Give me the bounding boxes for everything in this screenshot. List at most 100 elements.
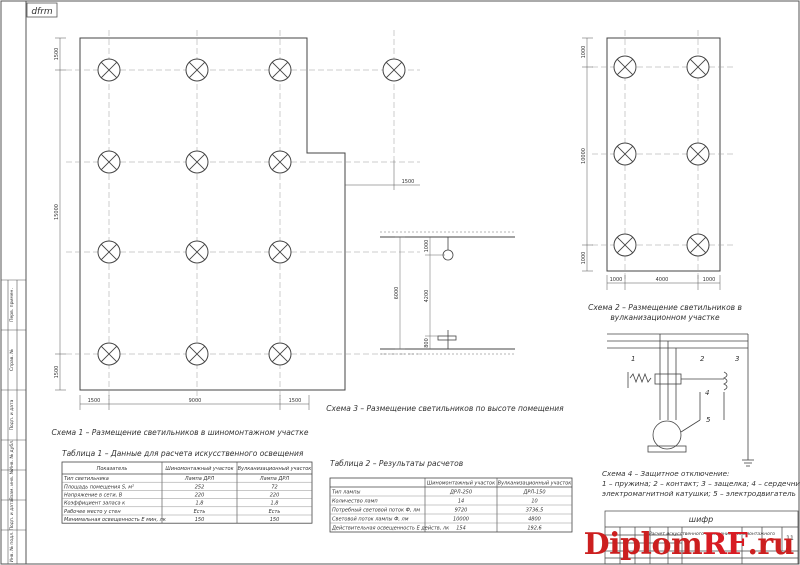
table-cell: Лампа ДРЛ: [259, 476, 289, 482]
scheme4-circuit: [607, 333, 754, 467]
lamp-icon: [185, 150, 209, 174]
table-cell: 1,8: [271, 501, 279, 507]
table-cell: ДРЛ-150: [522, 490, 545, 496]
table-cell: Световой поток лампы Ф, лм: [332, 517, 409, 523]
s1-dim-l3: 1500: [54, 366, 60, 379]
s2-dim-b2: 4000: [656, 277, 669, 283]
lamp-icon: [613, 142, 637, 166]
table-cell: 72: [271, 484, 277, 490]
lamp-icon: [185, 342, 209, 366]
table-cell: 150: [195, 517, 205, 523]
table-cell: 9720: [455, 508, 468, 514]
table-cell: Напряжение в сети, В: [64, 493, 123, 499]
table-cell: Коэффициент запаса к: [64, 501, 125, 507]
title-block-sheet-num: 11: [786, 535, 794, 542]
table-cell: 10: [531, 499, 537, 505]
table-cell: Потребный световой поток Ф, лм: [332, 508, 420, 514]
watermark-part2: RF: [702, 526, 748, 562]
s1-dim-l1: 1500: [54, 48, 60, 61]
left-strip-label: Взам. инв. №: [9, 469, 15, 500]
scheme3-elevation: [380, 231, 515, 355]
lamp-icon: [97, 150, 121, 174]
s1-caption: Схема 1 – Размещение светильников в шино…: [52, 428, 309, 437]
table-cell: 3736,5: [526, 508, 544, 514]
table-cell: Тип лампы: [332, 490, 360, 496]
s2-dim-l2: 10000: [581, 148, 587, 164]
table-cell: Минимальная освещенность E мин, лк: [64, 517, 166, 523]
s2-dim-b1: 1000: [610, 277, 623, 283]
table-header: Вулканизационный участок: [498, 481, 572, 487]
table-row: Потребный световой поток Ф, лм 9720 3736,5: [332, 508, 543, 514]
table-cell: 252: [195, 484, 205, 490]
s4-label-4: 4: [705, 389, 709, 397]
lamp-icon: [97, 58, 121, 82]
s3-dim-2: 6000: [394, 287, 400, 300]
table-cell: Рабочее место у стен: [64, 509, 121, 515]
s4-caption-1: Схема 4 – Защитное отключение:: [602, 469, 729, 478]
s3-dim-4: 800: [424, 338, 430, 348]
title-block-name: шифр: [689, 515, 713, 524]
s2-dim-l3: 1000: [581, 252, 587, 265]
s1-dim-b2: 9000: [189, 398, 202, 404]
s4-label-2: 2: [700, 355, 705, 363]
s1-dim-b3: 1500: [289, 398, 302, 404]
s1-dim-l2: 15000: [54, 204, 60, 220]
table-cell: 4800: [528, 517, 541, 523]
table-row: Тип светильника Лампа ДРЛ Лампа ДРЛ: [64, 476, 289, 482]
left-strip-label: Справ. №: [9, 349, 15, 371]
lamp-icon: [268, 240, 292, 264]
lamp-icon: [613, 233, 637, 257]
table-row: Действительная освещенность E действ, лк…: [331, 526, 542, 532]
table-cell: Действительная освещенность E действ, лк: [331, 526, 449, 532]
table-cell: 220: [195, 493, 205, 499]
watermark-part1: Diplom: [583, 526, 703, 562]
watermark-part3: .ru: [747, 526, 794, 562]
left-strip-label: Подп. и дата: [9, 399, 15, 430]
table-cell: Площадь помещения S, м²: [64, 484, 134, 490]
s4-label-1: 1: [631, 355, 635, 363]
lamp-icon: [686, 55, 710, 79]
table-cell: Количество ламп: [332, 499, 378, 505]
table-cell: Тип светильника: [64, 476, 109, 482]
s1-dim-b1: 1500: [88, 398, 101, 404]
s4-label-3: 3: [735, 355, 739, 363]
title-block-description: Расчет искусственного освещения шиномонт…: [649, 531, 775, 537]
table2-title: Таблица 2 – Результаты расчетов: [330, 459, 463, 468]
s2-caption-2: вулканизационном участке: [610, 313, 720, 322]
title-block: [604, 510, 799, 565]
lamp-icon: [97, 342, 121, 366]
table-header: Шиномонтажный участок: [165, 466, 233, 472]
table1-title: Таблица 1 – Данные для расчета искусстве…: [62, 449, 304, 458]
table-cell: 220: [270, 493, 280, 499]
table-cell: 150: [270, 517, 280, 523]
lamp-icon: [185, 240, 209, 264]
stamp-top: dfrm: [31, 7, 53, 17]
lamp-icon: [268, 342, 292, 366]
lamp-icon: [268, 58, 292, 82]
table-cell: Лампа ДРЛ: [184, 476, 214, 482]
table-cell: 1,8: [196, 501, 204, 507]
lamp-icon: [613, 55, 637, 79]
s3-dim-1: 1000: [424, 240, 430, 253]
left-strip-label: Инв. № дубл.: [9, 440, 15, 471]
lamp-icon: [686, 233, 710, 257]
scheme1-plan: 1500 9000 1500 1500 15000 1500 1500 Схем…: [52, 30, 420, 437]
lamp-icon: [382, 58, 406, 82]
table-header: Вулканизационный участок: [238, 466, 312, 472]
s3-caption: Схема 3 – Размещение светильников по выс…: [326, 404, 564, 413]
table-row: Минимальная освещенность E мин, лк 150 150: [64, 517, 279, 523]
table-row: Площадь помещения S, м² 252 72: [64, 484, 278, 490]
lamp-icon: [268, 150, 292, 174]
table-cell: 192,6: [527, 526, 541, 532]
s1-dim-notch: 1500: [402, 179, 415, 185]
table-cell: Есть: [269, 509, 281, 515]
table-cell: Есть: [194, 509, 206, 515]
s4-caption-3: электромагнитной катушки; 5 – электродви…: [602, 489, 796, 498]
s3-dim-3: 4200: [424, 290, 430, 303]
